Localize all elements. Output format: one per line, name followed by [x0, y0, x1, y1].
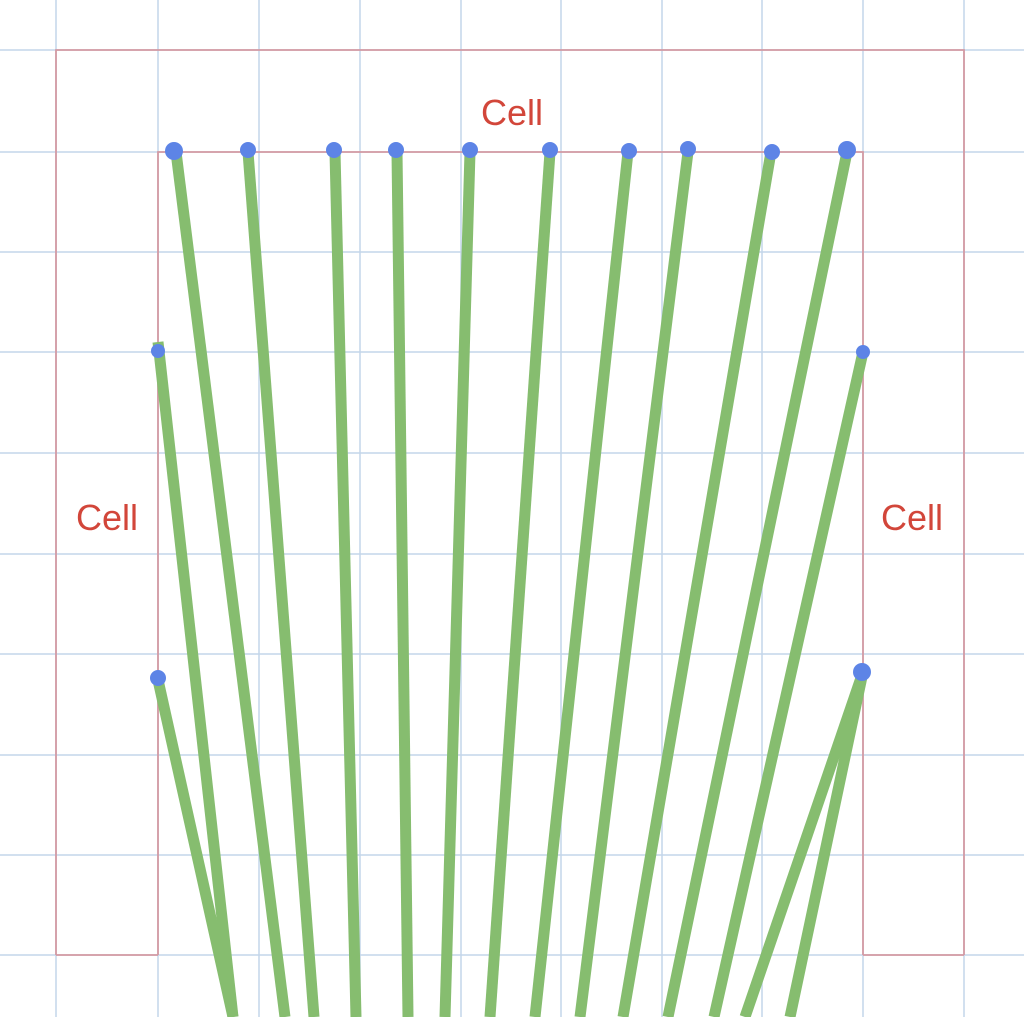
anchor-dot-4 — [388, 142, 404, 158]
anchor-dot-9 — [764, 144, 780, 160]
anchor-dot-8 — [680, 141, 696, 157]
ray-line-4 — [242, 151, 320, 1017]
anchor-dot-6 — [542, 142, 558, 158]
ray-line-2 — [152, 678, 239, 1017]
anchor-dot-7 — [621, 143, 637, 159]
anchor-dot-5 — [462, 142, 478, 158]
anchor-dot-13 — [150, 670, 166, 686]
ray-line-1 — [152, 341, 239, 1017]
anchor-points — [150, 141, 871, 686]
ray-line-12 — [662, 150, 853, 1017]
anchor-dot-14 — [853, 663, 871, 681]
cell-outlines — [55, 49, 965, 956]
outer-cell-outline — [55, 49, 965, 955]
right-cell-label: Cell — [881, 497, 943, 538]
anchor-dot-11 — [151, 344, 165, 358]
anchor-dot-1 — [165, 142, 183, 160]
top-cell-outline — [157, 151, 864, 955]
ray-line-7 — [439, 151, 476, 1017]
ray-line-5 — [329, 151, 362, 1017]
ray-line-15 — [784, 670, 869, 1017]
ray-line-10 — [574, 151, 694, 1017]
anchor-dot-10 — [838, 141, 856, 159]
anchor-dot-2 — [240, 142, 256, 158]
ray-lines — [152, 150, 869, 1017]
ray-line-3 — [170, 151, 291, 1017]
ray-line-14 — [739, 670, 869, 1017]
ray-line-6 — [391, 151, 414, 1017]
ray-line-9 — [529, 151, 634, 1017]
ray-line-8 — [484, 151, 556, 1017]
top-cell-label: Cell — [481, 92, 543, 133]
ray-line-11 — [617, 151, 777, 1017]
anchor-dot-3 — [326, 142, 342, 158]
left-cell-label: Cell — [76, 497, 138, 538]
anchor-dot-12 — [856, 345, 870, 359]
ray-line-13 — [708, 350, 869, 1017]
